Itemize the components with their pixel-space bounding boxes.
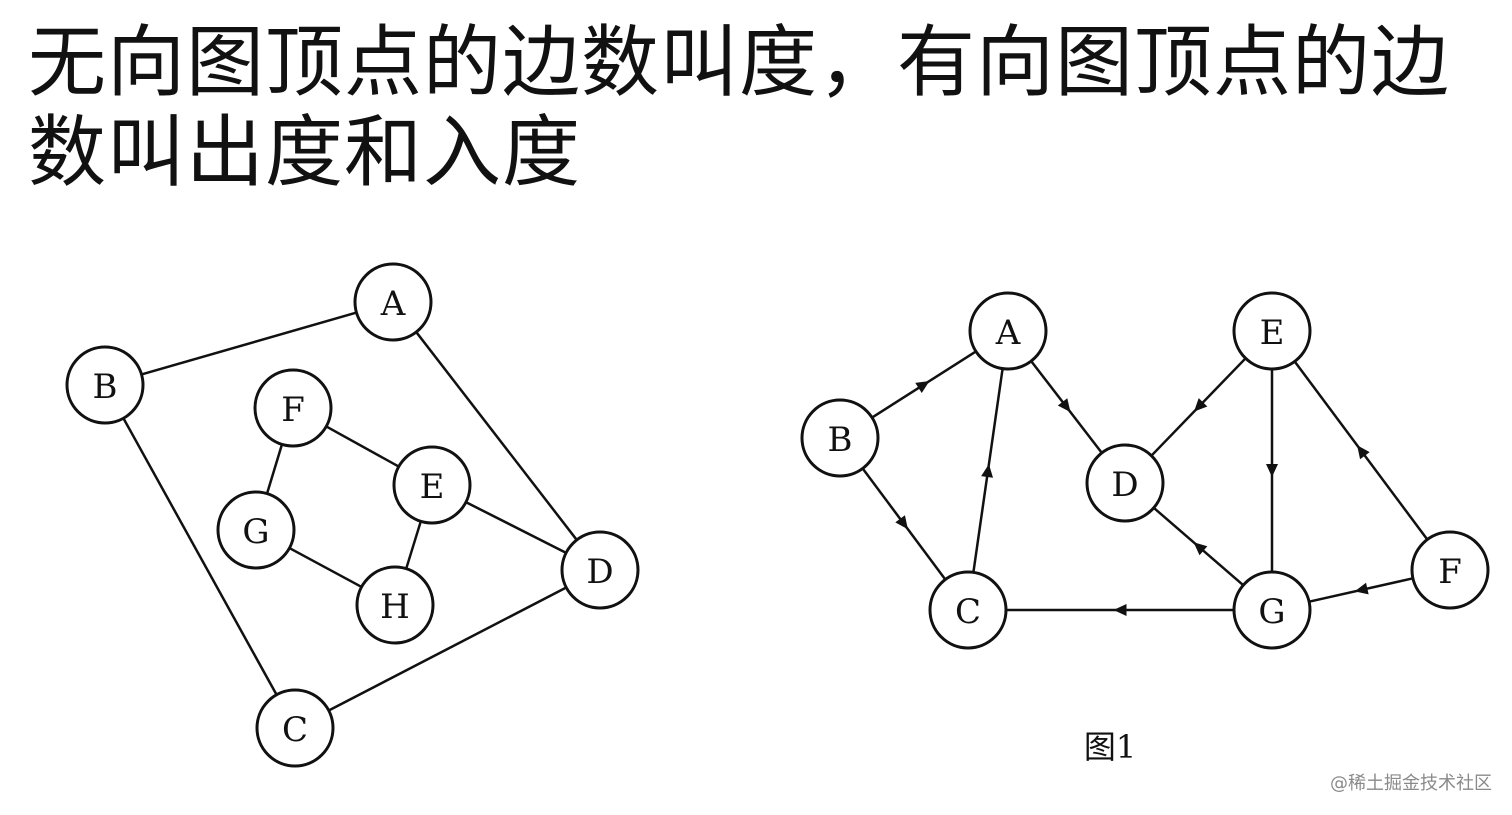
undirected-node-label: D [586,552,613,592]
directed-node-label: F [1438,552,1462,592]
undirected-node-G: G [216,490,296,570]
undirected-node-label: F [281,390,305,430]
directed-arrowhead-F-G [1354,582,1369,595]
heading: 无向图顶点的边数叫度，有向图顶点的边数叫出度和入度 [28,18,1451,198]
directed-node-circle [1232,291,1312,371]
undirected-node-circle [216,490,296,570]
directed-arrowhead-A-D [1057,398,1071,413]
directed-node-D: D [1085,443,1165,523]
undirected-node-label: C [282,710,308,750]
directed-node-B: B [800,398,880,478]
directed-arrowhead-G-D [1193,542,1208,556]
directed-node-F: F [1410,530,1490,610]
undirected-node-circle [255,688,335,768]
directed-node-circle [968,291,1048,371]
directed-node-label: E [1260,313,1285,353]
undirected-node-circle [253,368,333,448]
directed-node-label: G [1258,592,1285,632]
undirected-node-label: A [380,284,406,324]
undirected-node-circle [65,345,145,425]
undirected-node-label: G [242,512,269,552]
undirected-edge-A-D [415,331,578,541]
directed-node-label: D [1111,465,1138,505]
undirected-edge-H-E [405,520,422,570]
directed-node-E: E [1232,291,1312,371]
undirected-node-B: B [65,345,145,425]
directed-arrowhead-B-A [915,381,930,394]
directed-node-label: A [995,313,1021,353]
undirected-edge-G-H [288,546,363,589]
directed-arrowhead-E-G [1266,464,1278,477]
directed-node-G: G [1232,570,1312,650]
directed-node-circle [1232,570,1312,650]
undirected-node-circle [353,262,433,342]
directed-node-circle [1085,443,1165,523]
directed-graph: A B C D E F G [800,291,1490,650]
directed-arrowhead-B-C [895,515,908,530]
undirected-node-F: F [253,368,333,448]
undirected-edge-B-C [122,417,278,696]
directed-node-label: C [955,592,981,632]
undirected-node-circle [392,445,472,525]
credit-watermark: @稀土掘金技术社区 [1330,773,1492,794]
undirected-edge-F-E [325,425,400,468]
undirected-edge-C-D [328,586,567,712]
undirected-node-label: E [420,467,445,507]
directed-node-label: B [828,420,853,460]
undirected-node-H: H [355,565,435,645]
directed-arrowhead-E-D [1193,398,1208,412]
directed-node-circle [928,570,1008,650]
undirected-node-label: H [380,587,410,627]
directed-node-A: A [968,291,1048,371]
directed-node-C: C [928,570,1008,650]
figure-caption: 图1 [1084,728,1136,766]
directed-node-circle [800,398,880,478]
undirected-node-A: A [353,262,433,342]
undirected-node-circle [355,565,435,645]
directed-arrowhead-C-A [981,464,994,478]
undirected-node-circle [560,530,640,610]
undirected-edge-E-D [465,501,567,554]
directed-arrowhead-G-C [1113,604,1127,616]
undirected-edge-F-G [265,444,284,494]
undirected-node-C: C [255,688,335,768]
undirected-node-label: B [93,367,118,407]
undirected-node-D: D [560,530,640,610]
directed-node-circle [1410,530,1490,610]
directed-arrowhead-F-E [1357,445,1370,460]
undirected-node-E: E [392,445,472,525]
undirected-graph: A B C D E F G H [65,262,640,768]
undirected-edge-B-A [141,311,357,376]
